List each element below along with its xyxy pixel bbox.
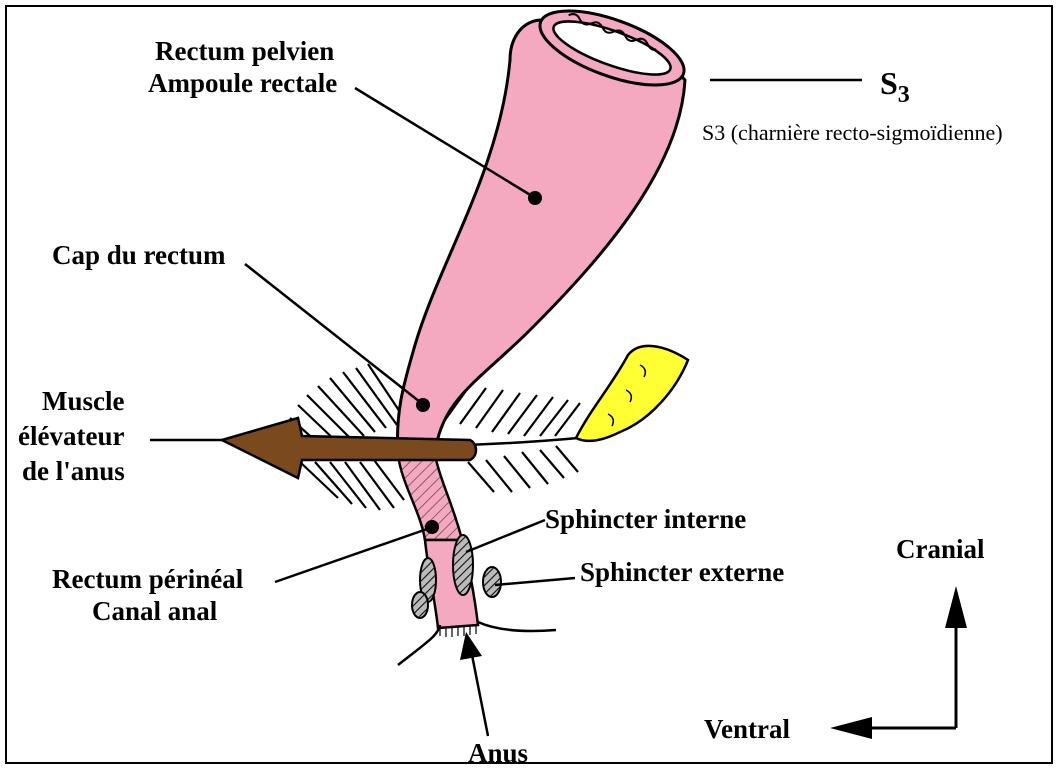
- sphincter-interne-right: [453, 535, 473, 595]
- perineum-curve-left: [398, 625, 440, 665]
- label-ventral: Ventral: [704, 714, 790, 744]
- label-s3-sub: 3: [898, 82, 910, 108]
- anus-arrow-shaft: [471, 650, 488, 736]
- perineum-curve-right: [478, 622, 556, 631]
- arrow-up-icon: [945, 586, 967, 628]
- label-rectum-pelvien: Rectum pelvien: [155, 36, 334, 66]
- cranial-arrow: [945, 586, 967, 728]
- dot-rectum-perineal: [425, 520, 439, 534]
- label-cranial: Cranial: [896, 534, 985, 564]
- label-canal-anal: Canal anal: [92, 596, 218, 626]
- label-s3-main: S: [880, 65, 898, 101]
- label-anus: Anus: [468, 738, 528, 768]
- arrow-left-icon: [830, 717, 872, 739]
- label-ampoule-rectale: Ampoule rectale: [148, 68, 337, 98]
- ventral-arrow: [830, 717, 956, 739]
- sphincter-externe-left: [412, 592, 428, 618]
- label-cap-du-rectum: Cap du rectum: [52, 240, 226, 270]
- label-sphincter-interne: Sphincter interne: [545, 504, 746, 534]
- coccyx-shape: [576, 346, 688, 441]
- label-s3-caption: S3 (charnière recto-sigmoïdienne): [702, 120, 1003, 145]
- anus-arrow-head: [460, 632, 482, 660]
- label-sphincter-externe: Sphincter externe: [580, 557, 784, 587]
- sphincter-externe-right: [483, 567, 501, 597]
- dot-rectum-pelvien: [528, 191, 542, 205]
- label-rectum-perineal: Rectum périnéal: [52, 564, 244, 594]
- label-s3: S3: [880, 65, 910, 108]
- label-muscle-line1: Muscle: [42, 386, 124, 416]
- label-muscle-line2: élévateur: [18, 421, 124, 451]
- label-muscle-line3: de l'anus: [22, 456, 125, 486]
